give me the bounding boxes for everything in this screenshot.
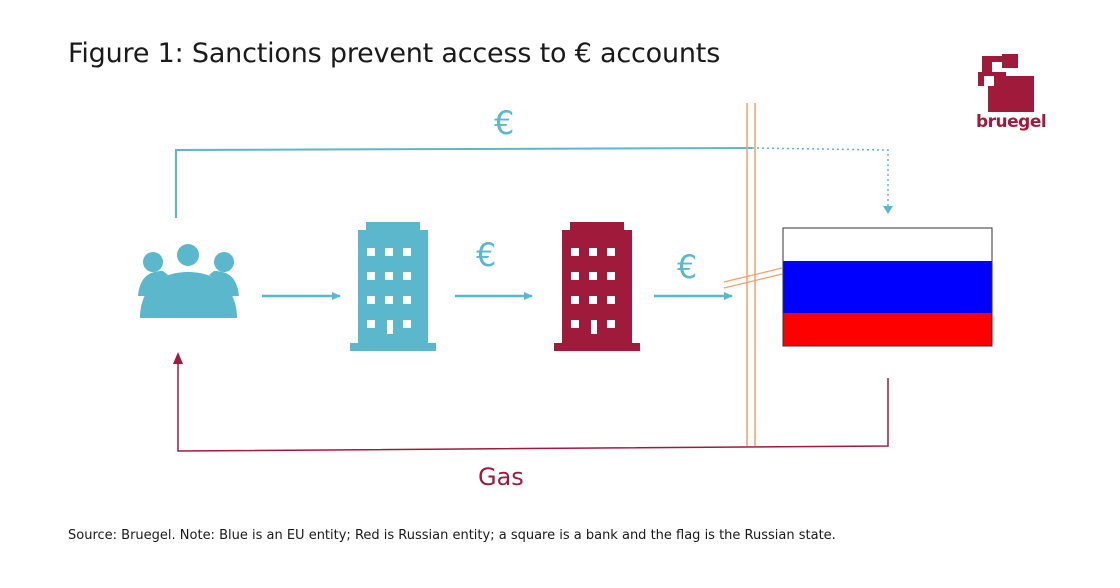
euro-label-russian-bank-out: €: [677, 248, 698, 286]
gas-flow-arrowhead: [173, 352, 183, 364]
euro-label-eu-to-russian-bank: €: [476, 236, 497, 274]
logo-wordmark: bruegel: [976, 112, 1047, 132]
bruegel-logo-icon: [978, 54, 1034, 112]
group-people-icon: [138, 244, 239, 318]
blocked-crossing: [723, 267, 783, 289]
gas-flow-line: [173, 352, 889, 452]
russian-flag-icon: [782, 227, 993, 347]
page-title: Figure 1: Sanctions prevent access to € …: [68, 38, 721, 69]
russian-bank-building-icon: [554, 222, 640, 351]
eu-bank-building-icon: [350, 222, 436, 351]
top-payment-arrowhead: [883, 206, 893, 214]
source-note: Source: Bruegel. Note: Blue is an EU ent…: [68, 528, 836, 543]
top-payment-line: [175, 147, 893, 218]
euro-label-top: €: [494, 104, 515, 142]
gas-label: Gas: [478, 463, 524, 491]
